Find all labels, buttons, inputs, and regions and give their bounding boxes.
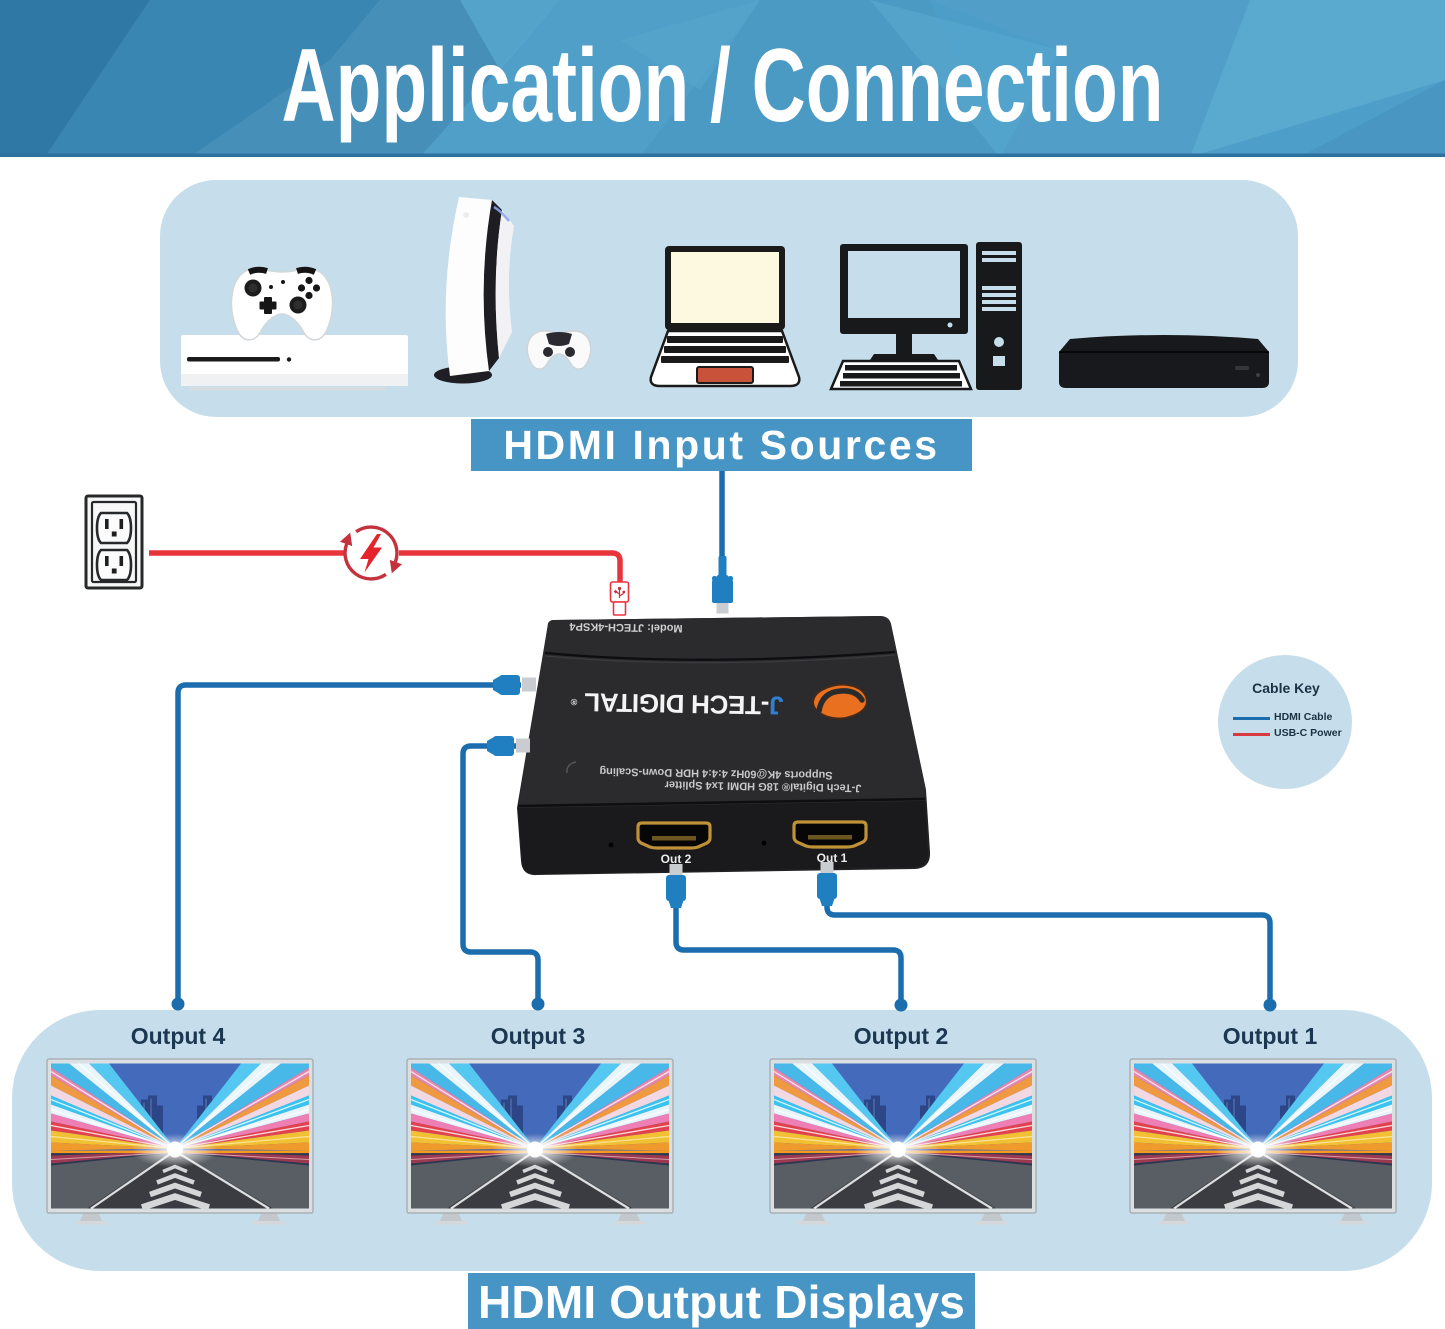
svg-text:J-Tech Digital® 18G HDMI 1x4 S: J-Tech Digital® 18G HDMI 1x4 Splitter: [664, 778, 862, 793]
svg-text:Supports 4K@60Hz 4:4:4 HDR Dow: Supports 4K@60Hz 4:4:4 HDR Down-Scaling: [599, 765, 832, 781]
svg-text:J-TECH DIGITAL: J-TECH DIGITAL: [584, 687, 784, 720]
svg-text:Out 1: Out 1: [817, 851, 848, 865]
svg-text:®: ®: [570, 697, 577, 707]
svg-text:Out 2: Out 2: [661, 852, 692, 866]
svg-text:Model: JTECH-4KSP4: Model: JTECH-4KSP4: [569, 620, 683, 634]
